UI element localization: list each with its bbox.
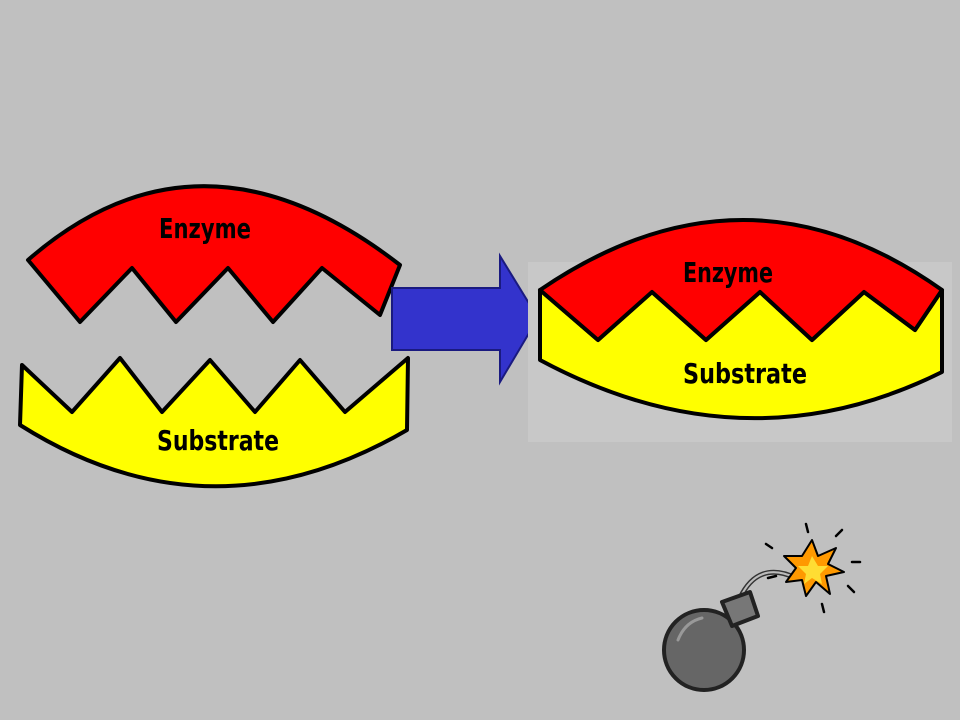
complex-substrate-label: Substrate — [683, 357, 807, 390]
enzyme-substrate-complex: Enzyme Substrate — [528, 218, 952, 442]
left-substrate: Substrate — [18, 356, 410, 489]
left-enzyme: Enzyme — [26, 184, 402, 324]
left-substrate-label: Substrate — [157, 424, 279, 457]
bomb-icon — [662, 522, 862, 692]
left-enzyme-shape — [26, 184, 402, 324]
left-substrate-shape — [18, 356, 410, 489]
left-enzyme-label: Enzyme — [159, 212, 251, 245]
complex-enzyme-shape — [538, 218, 944, 342]
complex-enzyme-label: Enzyme — [683, 256, 773, 289]
right-arrow-icon — [391, 252, 540, 386]
bomb-cap — [720, 590, 760, 628]
